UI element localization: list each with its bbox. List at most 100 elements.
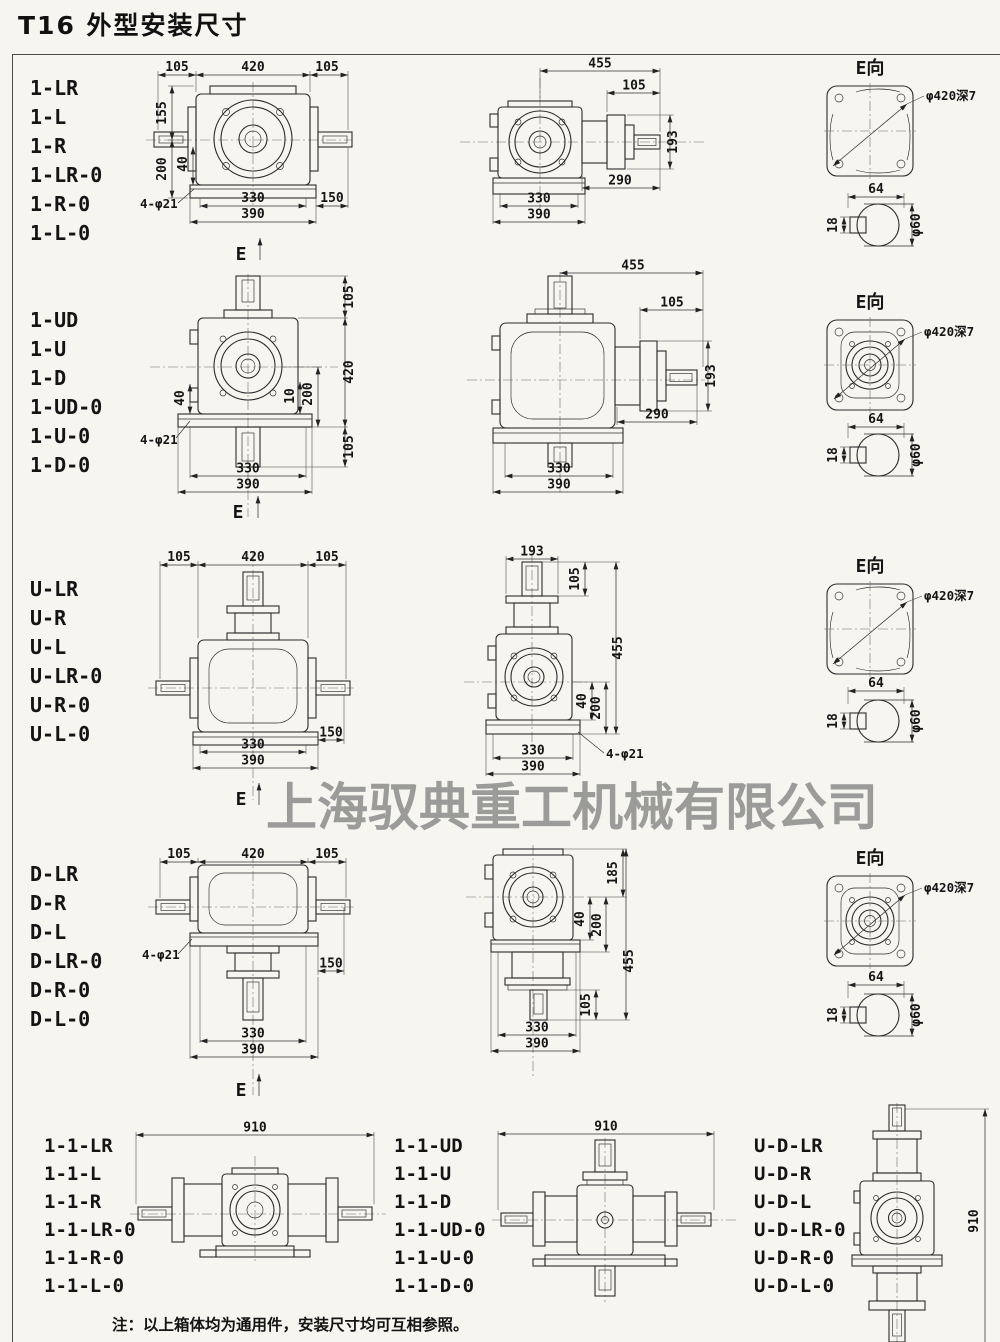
dim-390: 390 <box>547 478 571 493</box>
gearbox-outline <box>146 82 353 208</box>
model-label: 1-1-L <box>44 1163 102 1185</box>
flange-callout: φ420深7 <box>926 88 976 103</box>
page-title: T16 外型安装尺寸 <box>18 11 249 40</box>
gearbox-outline <box>464 552 605 754</box>
drawing-row5-double-vertical: 910 <box>851 1103 989 1342</box>
dimension-lines <box>490 848 630 1054</box>
model-label: 1-L-0 <box>30 221 91 245</box>
model-list-row1: 1-LR 1-L 1-R 1-LR-0 1-R-0 1-L-0 <box>30 74 102 248</box>
e-view-title: E向 <box>856 291 885 313</box>
model-label: D-L-0 <box>30 1007 91 1031</box>
dim-18: 18 <box>826 713 841 729</box>
dim-18: 18 <box>826 1007 841 1023</box>
gearbox-outline <box>150 274 338 517</box>
dim-455: 455 <box>611 636 626 659</box>
dim-105-left: 105 <box>167 550 190 565</box>
dim-330: 330 <box>547 462 571 477</box>
model-label: 1-UD <box>30 308 79 332</box>
shaft-end-outline <box>840 981 915 1037</box>
dimension-lines <box>492 270 712 495</box>
dim-64: 64 <box>868 676 884 691</box>
gearbox-outline <box>148 853 354 1095</box>
flange-face-outline <box>824 873 923 969</box>
dimension-lines <box>492 68 674 225</box>
model-label: U-LR-0 <box>30 664 103 688</box>
gearbox-outline <box>467 272 705 492</box>
model-label: U-D-LR-0 <box>754 1219 846 1241</box>
dim-105-right: 105 <box>315 847 338 862</box>
e-view-title: E向 <box>856 847 885 869</box>
dim-150: 150 <box>320 191 344 206</box>
drawing-row5-four-shaft: 910 <box>492 1120 738 1302</box>
company-watermark: 上海驭典重工机械有限公司 <box>266 779 879 838</box>
model-label: 1-1-D-0 <box>394 1275 475 1297</box>
dim-105-right: 105 <box>315 60 338 75</box>
gearbox-outline <box>851 1103 943 1342</box>
view-direction-e: E <box>236 1080 247 1101</box>
drawing-row3-e-view: E向 φ420深7 64 18 φ60 <box>824 555 974 743</box>
model-label: 1-L <box>30 105 67 129</box>
dim-390: 390 <box>527 208 551 223</box>
dim-193: 193 <box>520 545 543 560</box>
gearbox-outline <box>130 1156 386 1264</box>
dim-64: 64 <box>868 182 884 197</box>
dim-330: 330 <box>241 738 265 753</box>
model-label: U-LR <box>30 577 79 601</box>
model-label: U-D-R-0 <box>754 1247 835 1269</box>
dim-64: 64 <box>868 970 884 985</box>
dim-10: 10 <box>283 388 298 404</box>
flange-callout: φ420深7 <box>924 880 974 895</box>
dim-200: 200 <box>590 913 605 937</box>
dim-390: 390 <box>241 754 265 769</box>
dim-193: 193 <box>666 130 681 153</box>
model-label: 1-1-UD <box>394 1135 463 1157</box>
drawing-row1-e-view: E向 φ420深7 64 18 φ60 <box>824 57 976 247</box>
view-direction-e: E <box>236 789 247 810</box>
model-label: D-LR <box>30 862 79 886</box>
dim-phi60: φ60 <box>909 709 924 733</box>
gearbox-outline <box>466 845 588 1078</box>
drawing-row5-double-horizontal: 910 <box>130 1121 386 1264</box>
hole-callout: 4-φ21 <box>142 947 180 962</box>
dim-40: 40 <box>173 390 188 406</box>
model-label: 1-1-LR <box>44 1135 113 1157</box>
gearbox-outline <box>492 1138 738 1302</box>
dim-200: 200 <box>155 157 170 181</box>
drawing-row1-side-view: 455 105 193 290 330 390 <box>460 57 705 225</box>
dim-150: 150 <box>319 957 343 972</box>
dim-420: 420 <box>241 847 265 862</box>
dim-185: 185 <box>606 861 621 884</box>
model-label: U-R <box>30 606 67 630</box>
model-list-row3: U-LR U-R U-L U-LR-0 U-R-0 U-L-0 <box>30 575 102 749</box>
model-list-row4: D-LR D-R D-L D-LR-0 D-R-0 D-L-0 <box>30 860 102 1034</box>
shaft-end-outline <box>840 687 915 743</box>
model-label: U-D-L-0 <box>754 1275 835 1297</box>
hole-callout: 4-φ21 <box>140 432 178 447</box>
dim-390: 390 <box>241 1043 265 1058</box>
dim-150: 150 <box>319 726 343 741</box>
dimension-lines <box>157 71 349 260</box>
model-label: 1-1-U-0 <box>394 1247 475 1269</box>
model-label: 1-U <box>30 337 67 361</box>
drawing-row4-front-view: 105 420 105 4-φ21 150 330 390 E <box>142 847 354 1101</box>
hole-callout: 4-φ21 <box>140 196 178 211</box>
e-view-title: E向 <box>856 555 885 577</box>
drawing-row4-e-view: E向 φ420深7 64 18 φ60 <box>824 847 974 1037</box>
flange-face-outline <box>824 581 923 677</box>
shaft-end-outline <box>840 423 915 477</box>
model-label: U-D-L <box>754 1191 812 1213</box>
dim-420: 420 <box>342 360 357 384</box>
view-direction-e: E <box>233 502 244 523</box>
dim-290: 290 <box>608 174 632 189</box>
model-label: D-L <box>30 920 67 944</box>
flange-callout: φ420深7 <box>924 324 974 339</box>
sheet-border-top <box>12 54 1000 55</box>
dim-105-top: 105 <box>342 285 357 308</box>
model-label: 1-R <box>30 134 67 158</box>
dim-910: 910 <box>243 1121 267 1136</box>
model-label: U-R-0 <box>30 693 91 717</box>
dim-330: 330 <box>241 191 265 206</box>
flange-callout: φ420深7 <box>924 588 974 603</box>
model-label: 1-D <box>30 366 67 390</box>
